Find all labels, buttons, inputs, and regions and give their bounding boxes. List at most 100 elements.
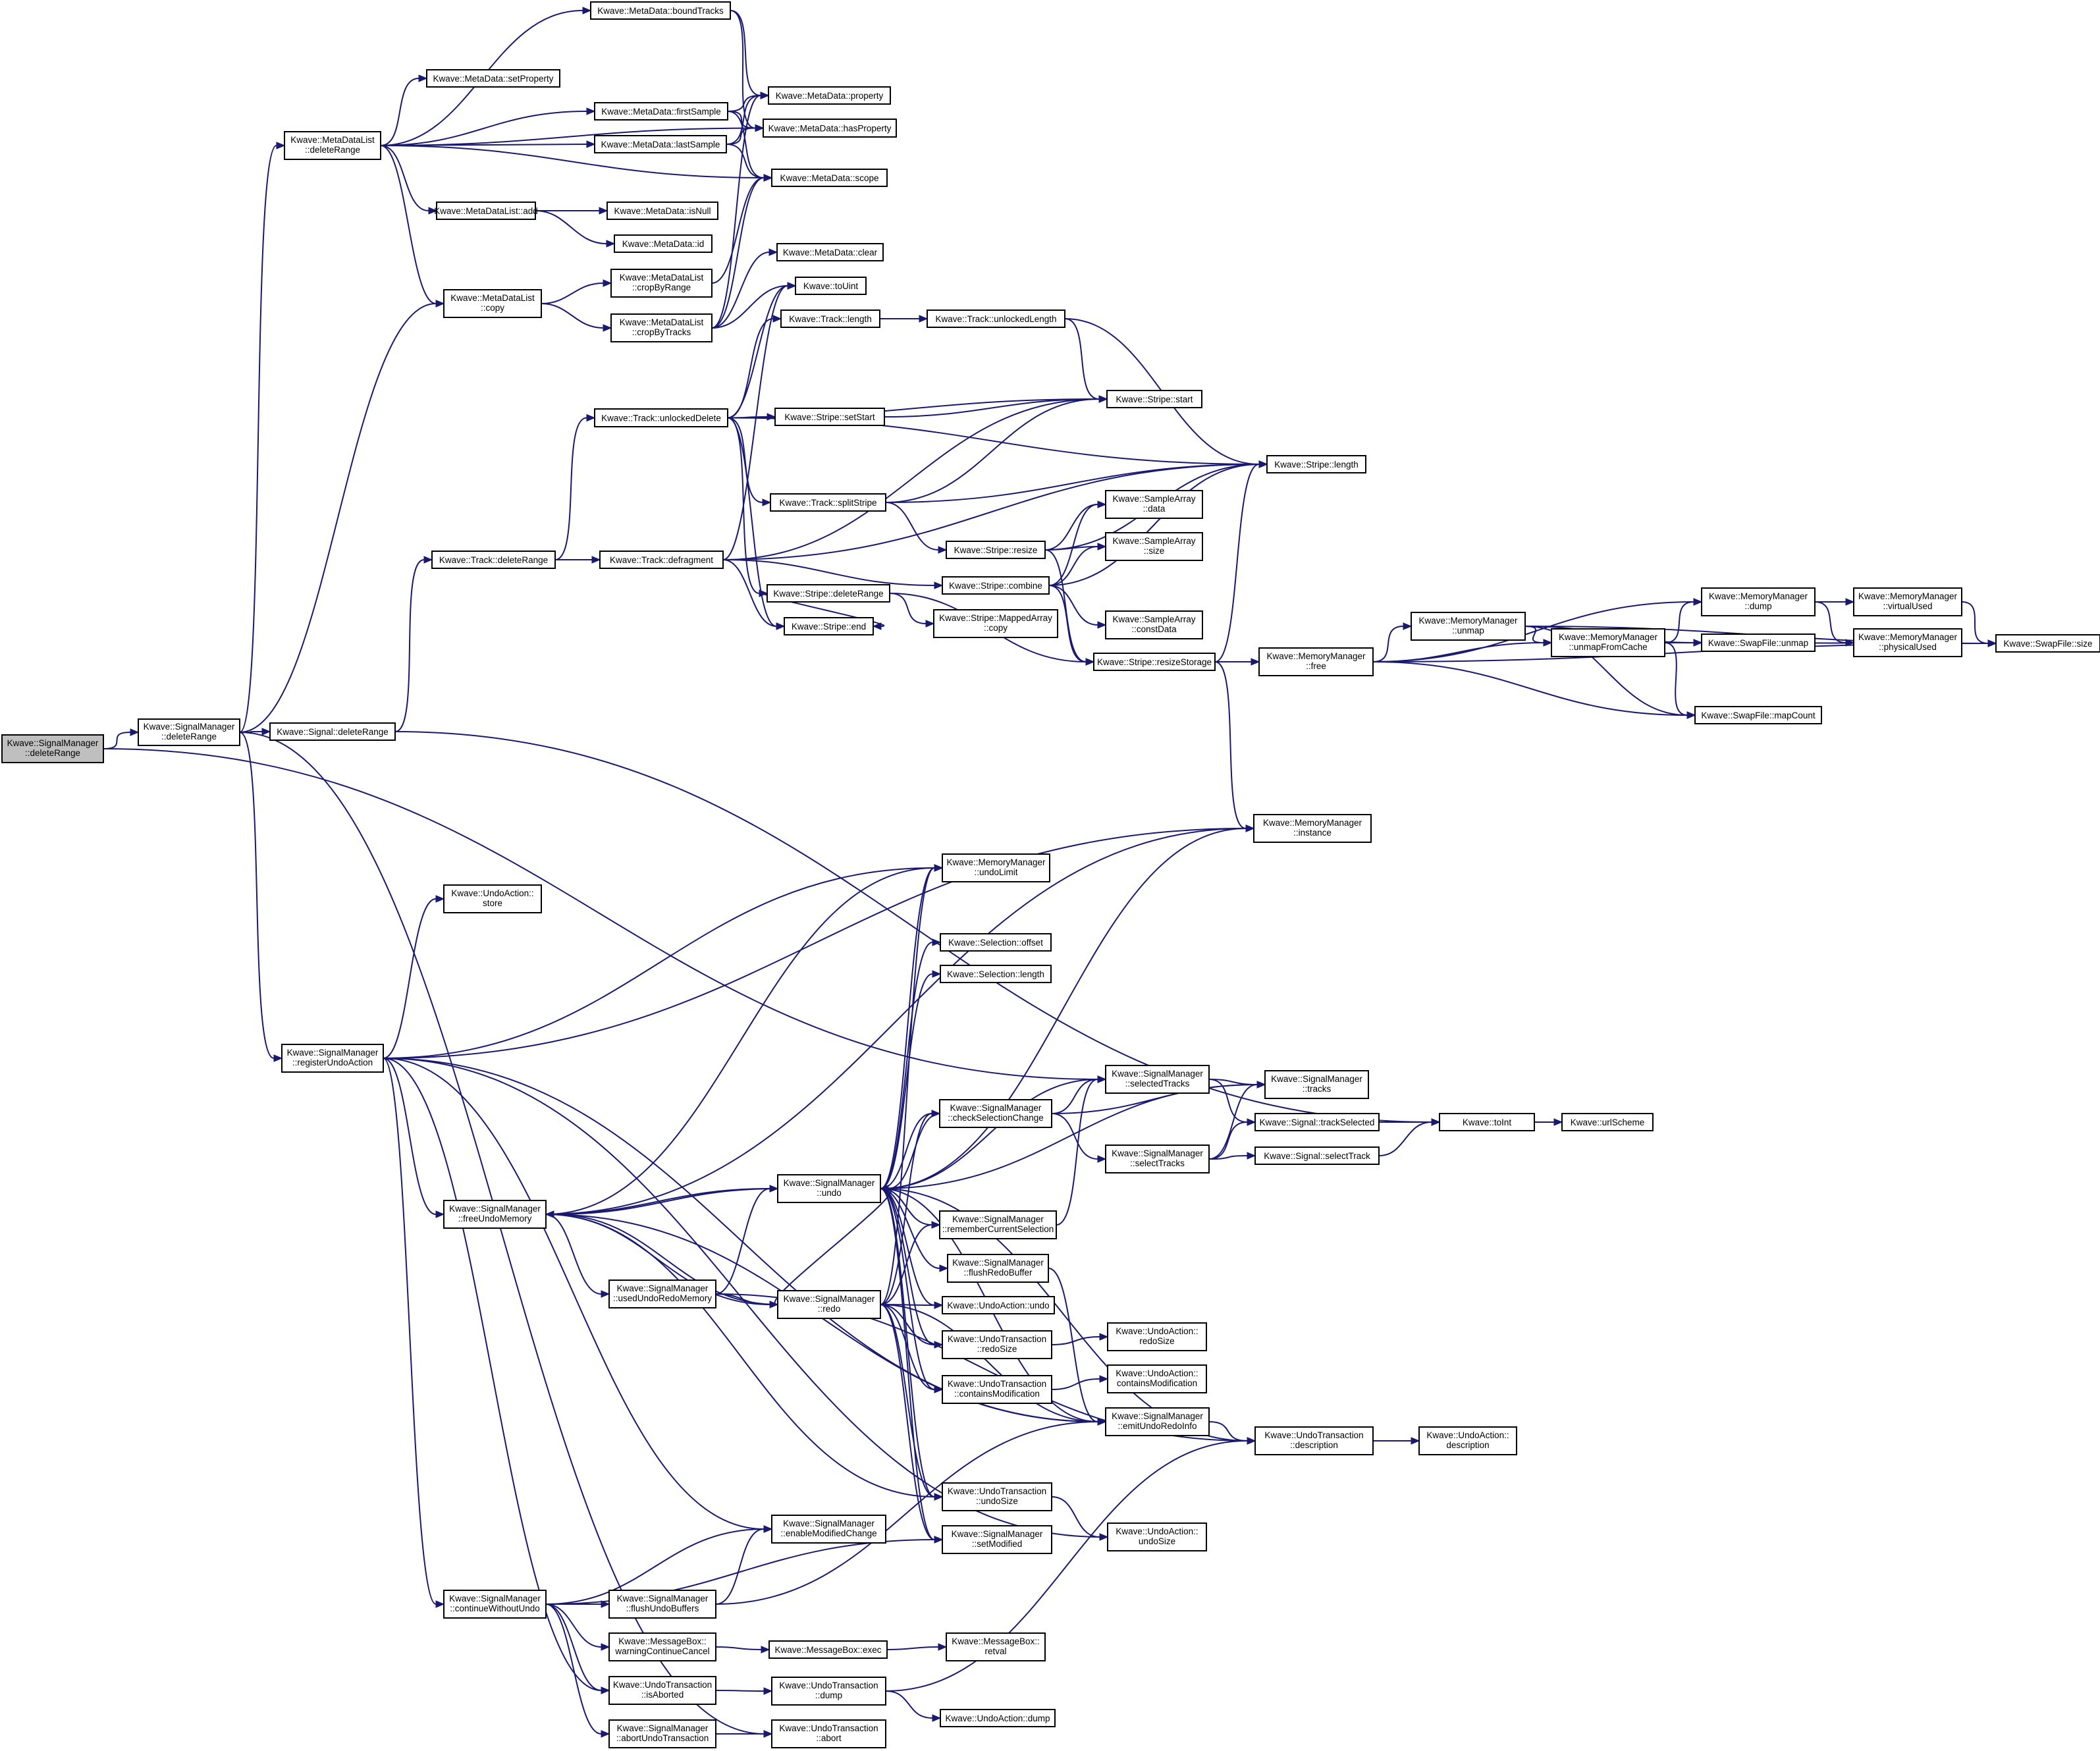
- node-box[interactable]: [795, 277, 867, 295]
- node-toInt[interactable]: Kwave::toInt: [1439, 1113, 1535, 1131]
- node-ua_undoSize[interactable]: Kwave::UndoAction::undoSize: [1107, 1522, 1207, 1551]
- node-toUint[interactable]: Kwave::toUint: [795, 277, 867, 295]
- node-box[interactable]: [1701, 633, 1816, 652]
- node-box[interactable]: [940, 965, 1052, 983]
- node-stripe_length[interactable]: Kwave::Stripe::length: [1266, 455, 1366, 473]
- node-ua_containsModification[interactable]: Kwave::UndoAction::containsModification: [1107, 1364, 1207, 1393]
- node-signal_trackSelected[interactable]: Kwave::Signal::trackSelected: [1254, 1113, 1380, 1131]
- node-mb_warningContinueCancel[interactable]: Kwave::MessageBox::warningContinueCancel: [608, 1632, 716, 1661]
- node-ut_containsModification[interactable]: Kwave::UndoTransaction::containsModifica…: [942, 1375, 1052, 1404]
- node-stripe_combine[interactable]: Kwave::Stripe::combine: [942, 576, 1050, 595]
- node-track_defragment[interactable]: Kwave::Track::defragment: [599, 551, 724, 569]
- node-stripe_end[interactable]: Kwave::Stripe::end: [784, 617, 874, 635]
- node-sf_unmap[interactable]: Kwave::SwapFile::unmap: [1701, 633, 1816, 652]
- node-sf_size[interactable]: Kwave::SwapFile::size: [1995, 634, 2100, 653]
- node-sma_copy[interactable]: Kwave::Stripe::MappedArray::copy: [933, 609, 1058, 638]
- node-box[interactable]: [942, 1482, 1052, 1511]
- node-sm_flushRedoBuffer[interactable]: Kwave::SignalManager::flushRedoBuffer: [947, 1254, 1049, 1283]
- node-box[interactable]: [608, 1676, 716, 1705]
- node-box[interactable]: [771, 1515, 886, 1544]
- node-box[interactable]: [1701, 587, 1816, 616]
- node-ut_dump[interactable]: Kwave::UndoTransaction::dump: [771, 1677, 886, 1706]
- node-box[interactable]: [768, 86, 891, 105]
- node-sm_tracks[interactable]: Kwave::SignalManager::tracks: [1264, 1070, 1369, 1099]
- node-sel_length[interactable]: Kwave::Selection::length: [940, 965, 1052, 983]
- node-box[interactable]: [770, 493, 886, 512]
- node-box[interactable]: [946, 1632, 1046, 1661]
- node-sm_selectTracks[interactable]: Kwave::SignalManager::selectTracks: [1105, 1145, 1210, 1173]
- node-md_property[interactable]: Kwave::MetaData::property: [768, 86, 891, 105]
- node-box[interactable]: [269, 722, 396, 741]
- node-box[interactable]: [1258, 647, 1374, 676]
- node-stripe_resize[interactable]: Kwave::Stripe::resize: [946, 541, 1046, 559]
- node-stripe_deleteRange[interactable]: Kwave::Stripe::deleteRange: [767, 584, 890, 603]
- node-box[interactable]: [947, 1254, 1049, 1283]
- node-md_lastSample[interactable]: Kwave::MetaData::lastSample: [594, 135, 727, 153]
- node-ua_store[interactable]: Kwave::UndoAction::store: [443, 884, 542, 913]
- node-box[interactable]: [776, 243, 884, 261]
- node-sm_flushUndoBuffers[interactable]: Kwave::SignalManager::flushUndoBuffers: [608, 1590, 716, 1619]
- node-mdl_cropByTracks[interactable]: Kwave::MetaDataList::cropByTracks: [610, 313, 713, 342]
- node-box[interactable]: [431, 551, 556, 569]
- node-box[interactable]: [942, 1525, 1052, 1554]
- node-sf_mapCount[interactable]: Kwave::SwapFile::mapCount: [1694, 706, 1822, 724]
- node-sa_size[interactable]: Kwave::SampleArray::size: [1105, 532, 1203, 561]
- node-ut_abort[interactable]: Kwave::UndoTransaction::abort: [771, 1719, 886, 1748]
- node-md_boundTracks[interactable]: Kwave::MetaData::boundTracks: [590, 1, 731, 20]
- node-box[interactable]: [777, 1290, 881, 1319]
- node-box[interactable]: [1411, 612, 1526, 641]
- node-ut_undoSize[interactable]: Kwave::UndoTransaction::undoSize: [942, 1482, 1052, 1511]
- node-box[interactable]: [940, 933, 1052, 952]
- node-box[interactable]: [1995, 634, 2100, 653]
- node-track_length[interactable]: Kwave::Track::length: [780, 310, 880, 328]
- node-ut_isAborted[interactable]: Kwave::UndoTransaction::isAborted: [608, 1676, 716, 1705]
- node-box[interactable]: [606, 202, 718, 220]
- node-box[interactable]: [138, 718, 240, 746]
- node-box[interactable]: [940, 1709, 1056, 1727]
- node-box[interactable]: [1439, 1113, 1535, 1131]
- node-box[interactable]: [771, 1677, 886, 1706]
- node-mm_unmapFromCache[interactable]: Kwave::MemoryManager::unmapFromCache: [1551, 628, 1665, 657]
- node-sm_usedUndoRedoMemory[interactable]: Kwave::SignalManager::usedUndoRedoMemory: [608, 1280, 716, 1308]
- node-box[interactable]: [942, 1296, 1055, 1314]
- node-box[interactable]: [1561, 1113, 1654, 1131]
- node-root[interactable]: Kwave::SignalManager::deleteRange: [1, 734, 104, 763]
- node-box[interactable]: [1254, 1113, 1380, 1131]
- node-box[interactable]: [777, 1174, 881, 1203]
- node-md_firstSample[interactable]: Kwave::MetaData::firstSample: [594, 102, 728, 121]
- node-box[interactable]: [1107, 1364, 1207, 1393]
- node-box[interactable]: [942, 576, 1050, 595]
- node-mdl_deleteRange[interactable]: Kwave::MetaDataList::deleteRange: [284, 131, 381, 160]
- node-stripe_start[interactable]: Kwave::Stripe::start: [1106, 390, 1202, 408]
- node-box[interactable]: [284, 131, 381, 160]
- node-mm_virtualUsed[interactable]: Kwave::MemoryManager::virtualUsed: [1853, 587, 1962, 616]
- node-box[interactable]: [1105, 1065, 1210, 1094]
- node-sm_checkSelectionChange[interactable]: Kwave::SignalManager::checkSelectionChan…: [939, 1099, 1052, 1128]
- node-mdl_cropByRange[interactable]: Kwave::MetaDataList::cropByRange: [610, 269, 713, 298]
- node-track_deleteRange[interactable]: Kwave::Track::deleteRange: [431, 551, 556, 569]
- node-box[interactable]: [1694, 706, 1822, 724]
- node-box[interactable]: [1, 734, 104, 763]
- node-signal_deleteRange[interactable]: Kwave::Signal::deleteRange: [269, 722, 396, 741]
- node-box[interactable]: [1107, 1322, 1207, 1351]
- node-box[interactable]: [1106, 390, 1202, 408]
- node-md_scope[interactable]: Kwave::MetaData::scope: [771, 169, 888, 187]
- node-box[interactable]: [1254, 1426, 1374, 1455]
- node-box[interactable]: [942, 853, 1050, 882]
- node-box[interactable]: [771, 169, 888, 187]
- node-box[interactable]: [608, 1719, 716, 1748]
- node-box[interactable]: [1107, 1522, 1207, 1551]
- node-ua_description[interactable]: Kwave::UndoAction::description: [1418, 1426, 1517, 1455]
- node-mb_exec[interactable]: Kwave::MessageBox::exec: [768, 1640, 888, 1659]
- node-ua_dump[interactable]: Kwave::UndoAction::dump: [940, 1709, 1056, 1727]
- node-sa_constData[interactable]: Kwave::SampleArray::constData: [1105, 610, 1203, 639]
- node-sm_setModified[interactable]: Kwave::SignalManager::setModified: [942, 1525, 1052, 1554]
- node-box[interactable]: [1853, 587, 1962, 616]
- node-box[interactable]: [1266, 455, 1366, 473]
- node-ut_description[interactable]: Kwave::UndoTransaction::description: [1254, 1426, 1374, 1455]
- node-md_setProperty[interactable]: Kwave::MetaData::setProperty: [426, 69, 560, 88]
- node-mm_physicalUsed[interactable]: Kwave::MemoryManager::physicalUsed: [1853, 628, 1962, 657]
- node-ua_undo[interactable]: Kwave::UndoAction::undo: [942, 1296, 1055, 1314]
- node-box[interactable]: [443, 884, 542, 913]
- node-box[interactable]: [774, 408, 885, 426]
